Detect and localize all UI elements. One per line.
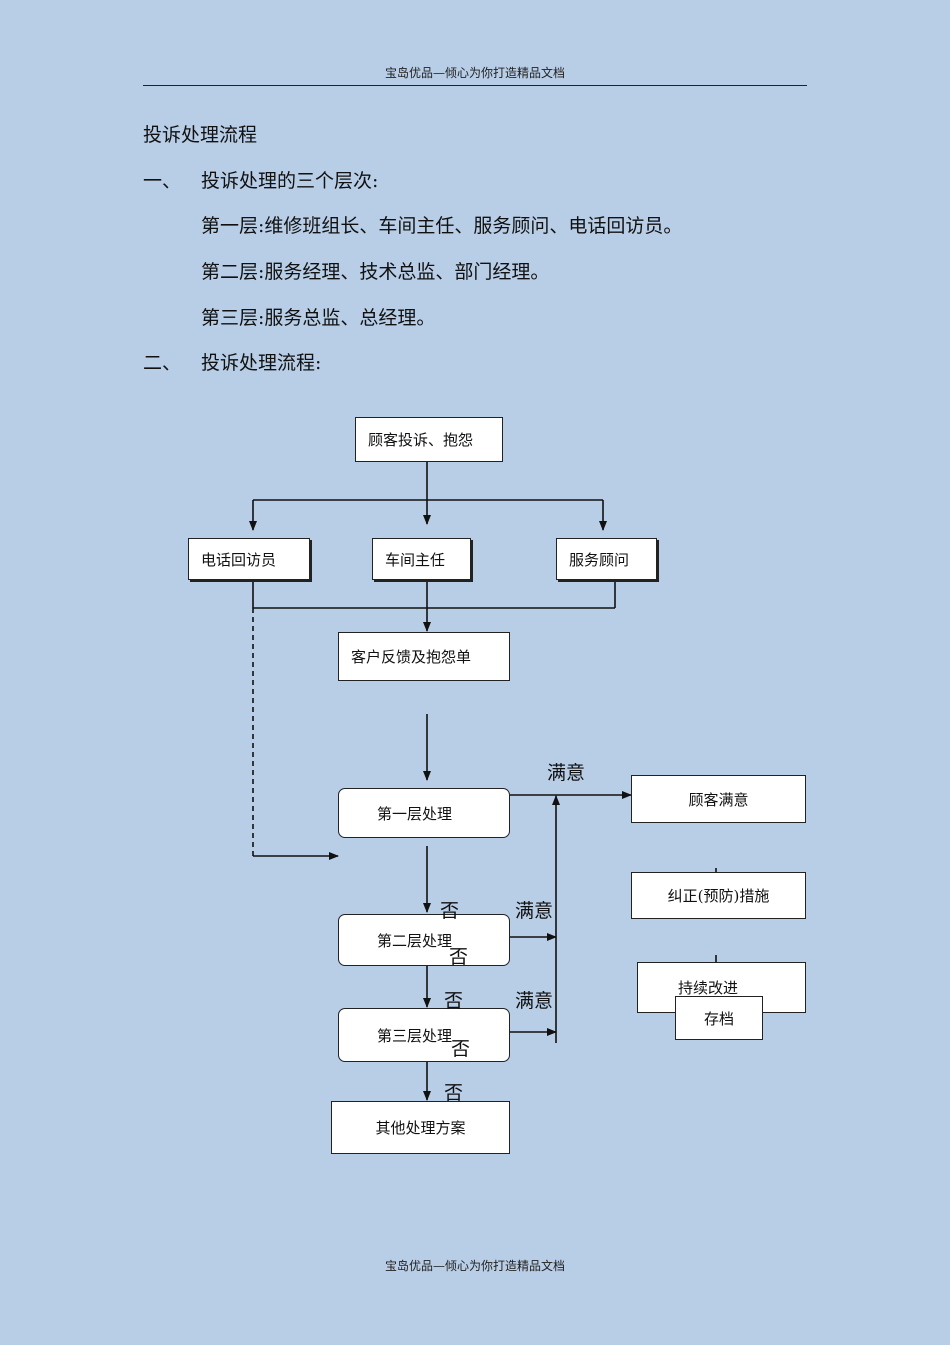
label-no-3: 否 [444, 990, 464, 1012]
section1-heading: 投诉处理的三个层次: [201, 170, 379, 192]
label-satisfied-3: 满意 [515, 990, 554, 1012]
section2-heading: 投诉处理流程: [201, 352, 322, 374]
box-feedback-form: 客户反馈及抱怨单 [338, 632, 510, 681]
page-footer: 宝岛优品—倾心为你打造精品文档 [384, 1259, 565, 1273]
label-satisfied-1: 满意 [547, 762, 586, 784]
box-level3: 第三层处理 [338, 1008, 510, 1062]
box-workshop-director: 车间主任 [372, 538, 471, 580]
level-1-text: 第一层:维修班组长、车间主任、服务顾问、电话回访员。 [201, 215, 683, 237]
level-2-text: 第二层:服务经理、技术总监、部门经理。 [201, 261, 550, 283]
box-service-advisor: 服务顾问 [556, 538, 657, 580]
section2-number: 二、 [143, 352, 182, 374]
doc-title: 投诉处理流程 [143, 124, 258, 146]
label-no-1: 否 [440, 900, 460, 922]
page-header: 宝岛优品—倾心为你打造精品文档 [384, 66, 565, 80]
box-corrective-action: 纠正(预防)措施 [631, 872, 806, 919]
label-no-5: 否 [444, 1082, 464, 1104]
label-satisfied-2: 满意 [515, 900, 554, 922]
label-no-4: 否 [451, 1038, 471, 1060]
label-no-2: 否 [449, 946, 469, 968]
level-3-text: 第三层:服务总监、总经理。 [201, 307, 436, 329]
box-level2: 第二层处理 [338, 914, 510, 966]
box-level1: 第一层处理 [338, 788, 510, 838]
header-divider [143, 85, 807, 86]
box-customer-satisfied: 顾客满意 [631, 775, 806, 823]
box-phone-visitor: 电话回访员 [188, 538, 310, 580]
box-customer-complaint: 顾客投诉、抱怨 [355, 417, 503, 462]
section1-number: 一、 [143, 170, 182, 192]
box-archive: 存档 [675, 996, 763, 1040]
box-other-solution: 其他处理方案 [331, 1101, 510, 1154]
